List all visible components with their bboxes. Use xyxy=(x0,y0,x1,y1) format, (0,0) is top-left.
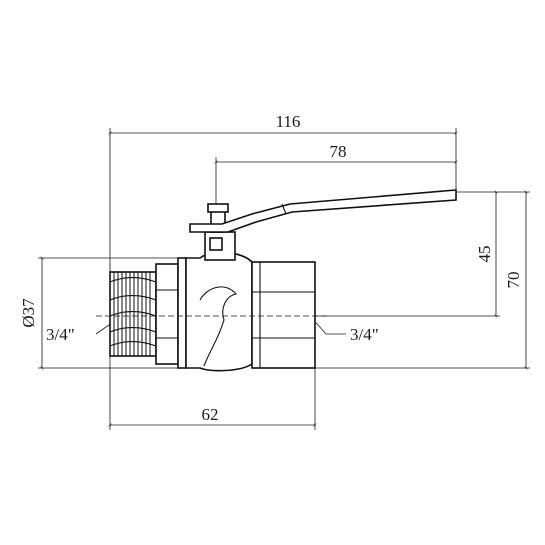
dimension-62: 62 xyxy=(108,405,317,427)
dim-45-label: 45 xyxy=(475,246,494,263)
female-socket xyxy=(251,261,316,369)
thread-callout-right: 3/4" xyxy=(309,315,379,344)
dimension-116: 116 xyxy=(108,112,458,135)
valve-center-body xyxy=(185,251,253,372)
dim-62-label: 62 xyxy=(202,405,219,424)
dimension-45: 45 xyxy=(475,190,498,318)
dim-116-label: 116 xyxy=(276,112,301,131)
male-thread-nipple xyxy=(109,271,157,357)
dimension-diameter: Ø37 xyxy=(19,256,44,370)
thread-left-label: 3/4" xyxy=(46,325,75,344)
dim-78-label: 78 xyxy=(330,142,347,161)
dimension-70: 70 xyxy=(504,190,528,370)
dim-70-label: 70 xyxy=(504,272,523,289)
thread-right-label: 3/4" xyxy=(350,325,379,344)
lever-handle xyxy=(189,189,457,233)
dimension-78: 78 xyxy=(214,142,458,164)
dim-diameter-label: Ø37 xyxy=(19,298,38,328)
hex-flange xyxy=(155,257,187,369)
valve-body xyxy=(96,189,457,372)
